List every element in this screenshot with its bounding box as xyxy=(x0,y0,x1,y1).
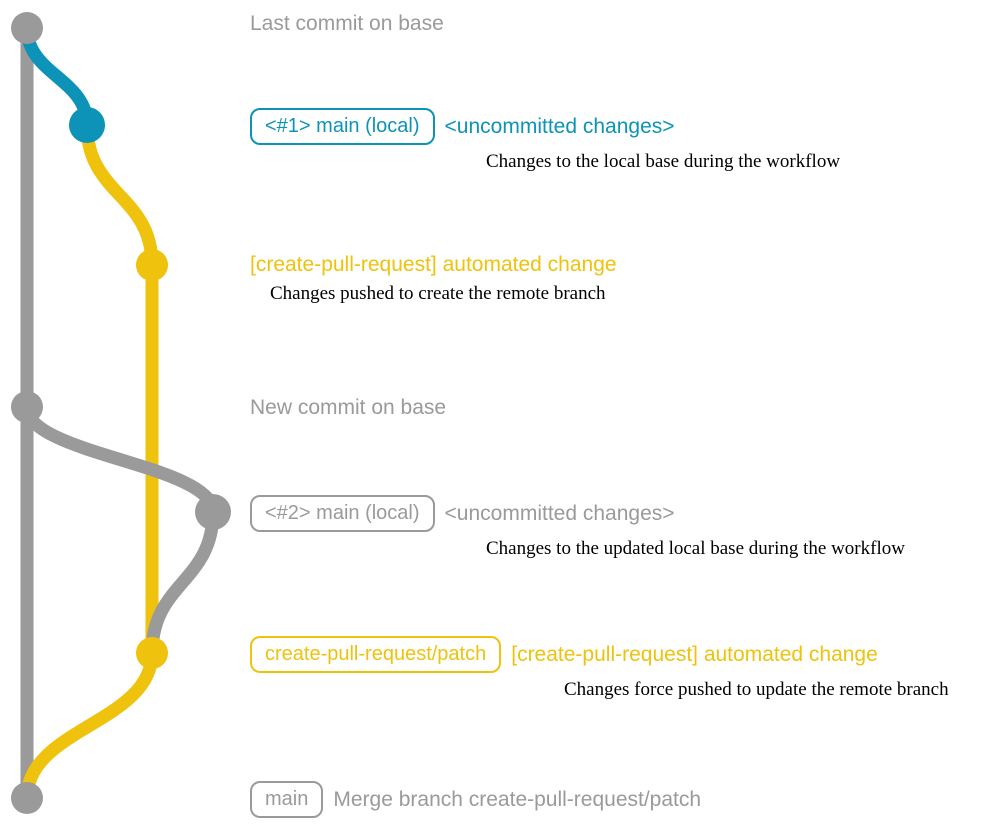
commit-row-head: [create-pull-request] automated change xyxy=(250,253,617,277)
commit-node-local-2 xyxy=(195,494,231,530)
commit-row-head: <#1> main (local) <uncommitted changes> xyxy=(250,108,840,145)
branch-line-merge xyxy=(20,646,159,805)
commit-note: Changes force pushed to update the remot… xyxy=(564,679,949,700)
commit-row-merge-commit: main Merge branch create-pull-request/pa… xyxy=(250,781,701,818)
commit-row-local-change-1: <#1> main (local) <uncommitted changes> … xyxy=(250,108,840,173)
commit-subject: [create-pull-request] automated change xyxy=(250,253,617,276)
commit-node-remote-1 xyxy=(136,249,168,281)
branch-pill-main-local-2[interactable]: <#2> main (local) xyxy=(250,495,435,532)
commit-subject: <uncommitted changes> xyxy=(444,114,675,138)
commit-row-new-commit-on-base: New commit on base xyxy=(250,396,446,420)
commit-node-base-new xyxy=(11,391,43,423)
commit-row-head: <#2> main (local) <uncommitted changes> xyxy=(250,495,905,532)
commit-subject: Merge branch create-pull-request/patch xyxy=(333,787,702,811)
branch-pill-main[interactable]: main xyxy=(250,781,324,818)
commit-row-head: create-pull-request/patch [create-pull-r… xyxy=(250,636,949,673)
commit-row-remote-push-2: create-pull-request/patch [create-pull-r… xyxy=(250,636,949,701)
branch-line-local-2-in xyxy=(20,400,220,519)
commit-subject: [create-pull-request] automated change xyxy=(511,642,878,666)
branch-line-remote-upper xyxy=(80,118,159,272)
commit-note: Changes to the updated local base during… xyxy=(486,538,905,559)
branch-pill-main-local-1[interactable]: <#1> main (local) xyxy=(250,108,435,145)
commit-note: Changes to the local base during the wor… xyxy=(486,151,841,172)
commit-row-head: Last commit on base xyxy=(250,12,444,36)
commit-row-local-change-2: <#2> main (local) <uncommitted changes> … xyxy=(250,495,905,560)
commit-node-local-1 xyxy=(69,107,105,143)
commit-row-last-commit-on-base: Last commit on base xyxy=(250,12,444,36)
commit-row-head: main Merge branch create-pull-request/pa… xyxy=(250,781,701,818)
commit-subject: Last commit on base xyxy=(250,12,444,35)
commit-node-base-merge xyxy=(11,782,43,814)
commit-subject: <uncommitted changes> xyxy=(444,501,675,525)
commit-subject: New commit on base xyxy=(250,396,447,419)
branch-pill-create-pull-request-patch[interactable]: create-pull-request/patch xyxy=(250,636,502,673)
commit-note: Changes pushed to create the remote bran… xyxy=(270,283,606,304)
commit-row-remote-push-1: [create-pull-request] automated change C… xyxy=(250,253,617,305)
commit-row-head: New commit on base xyxy=(250,396,446,420)
commit-node-base-last xyxy=(11,12,43,44)
branch-line-local-2-out xyxy=(145,505,220,660)
commit-node-remote-2 xyxy=(136,637,168,669)
